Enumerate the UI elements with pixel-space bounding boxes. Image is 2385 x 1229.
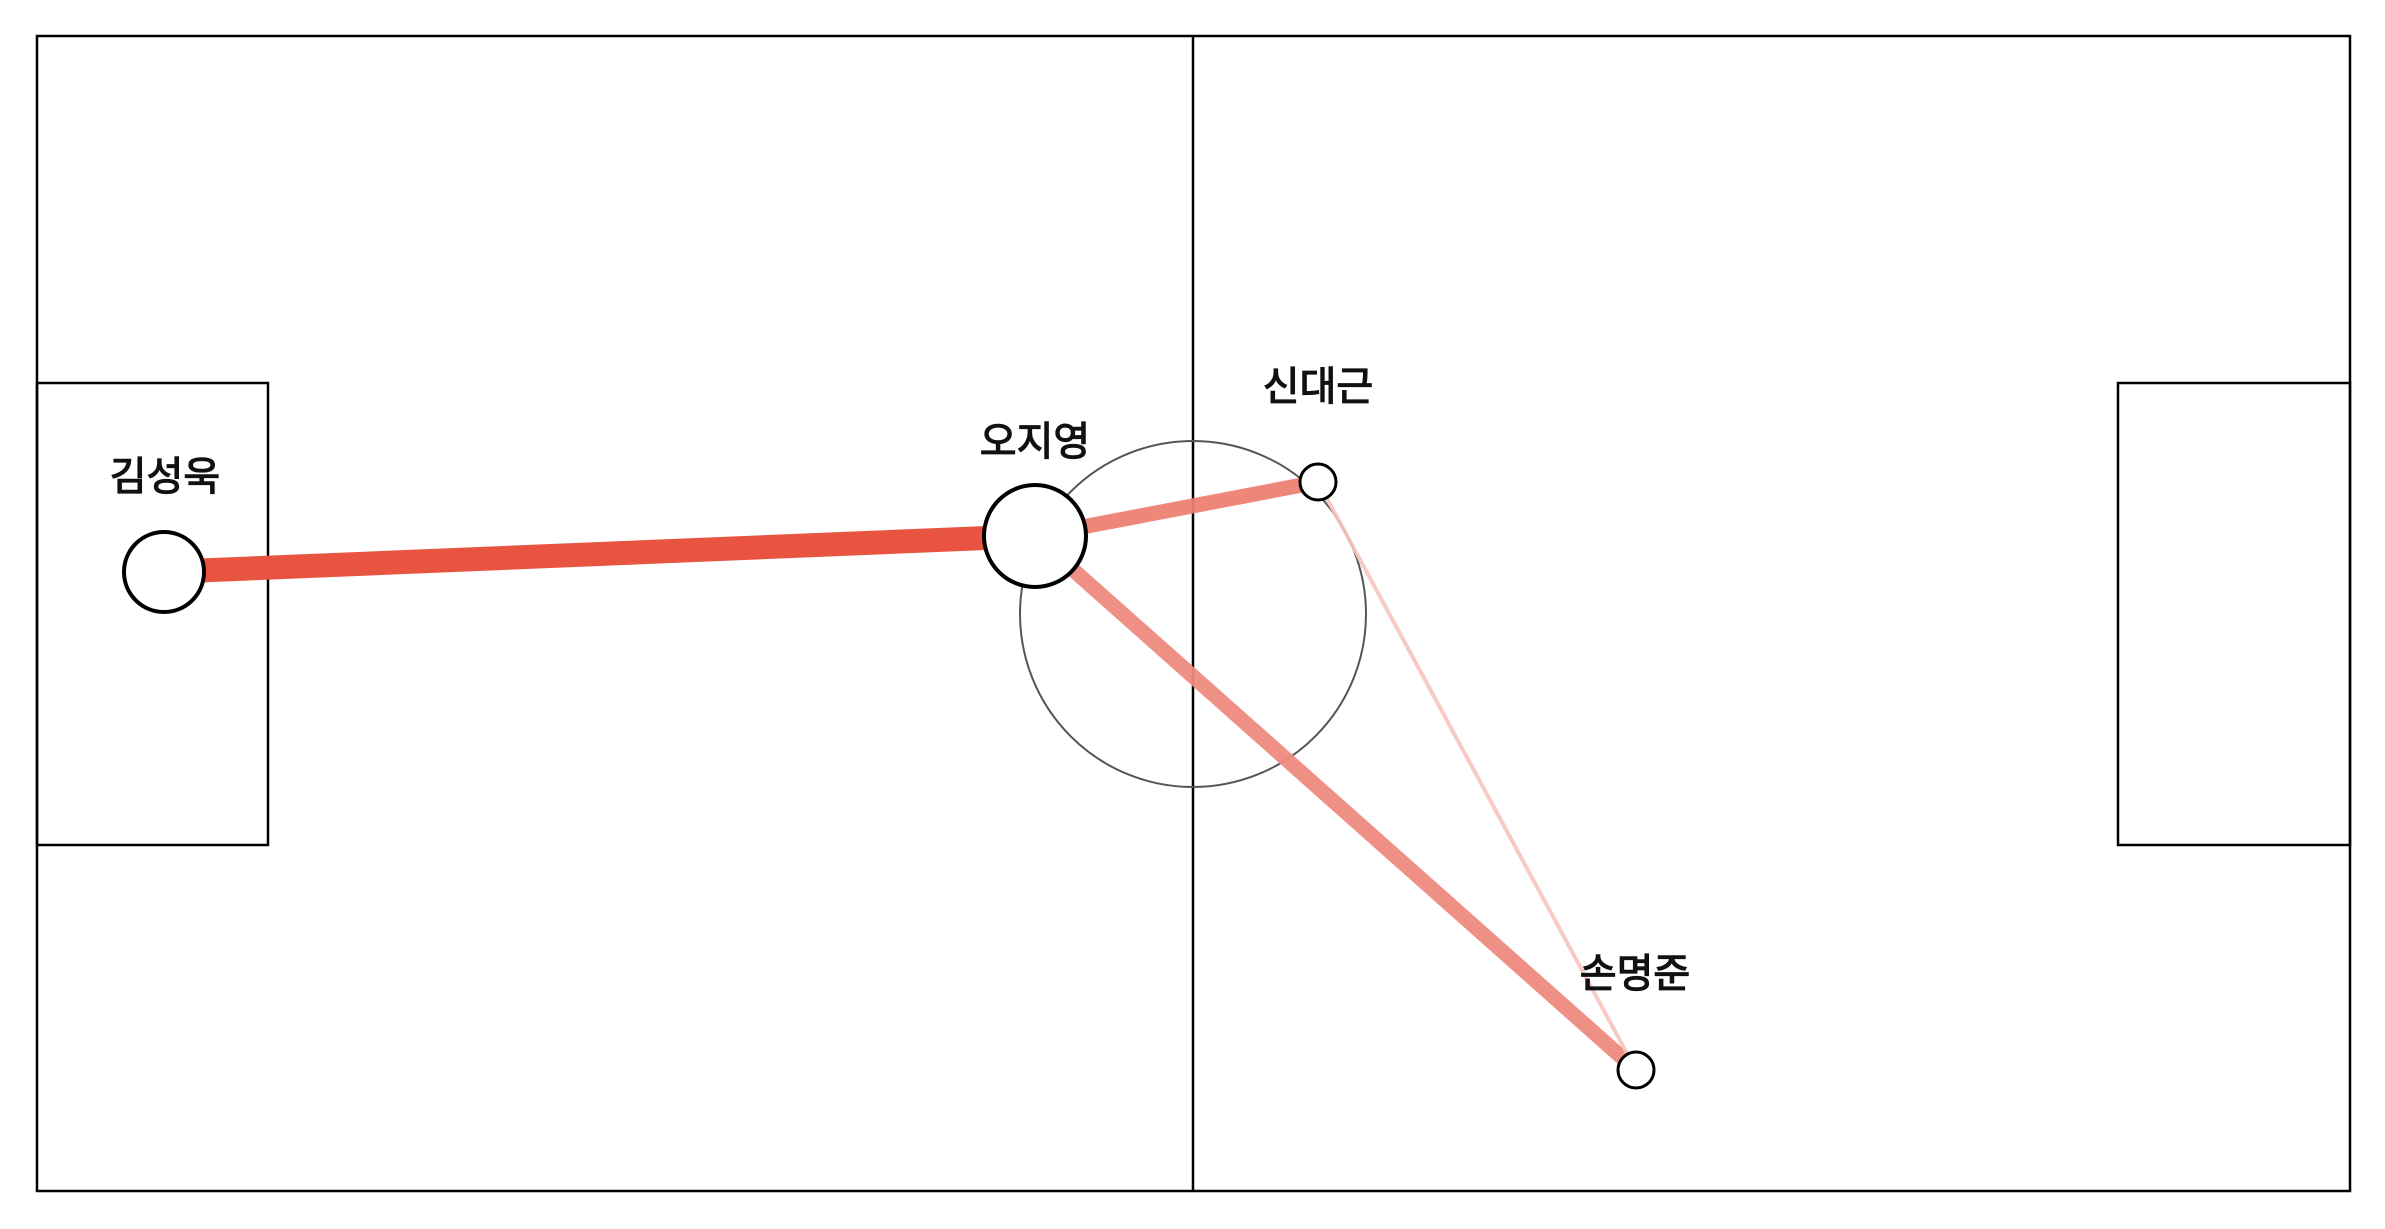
player-node-kim (122, 530, 206, 614)
pass-link-oh-son (1030, 530, 1641, 1076)
pass-link-kim-oh (163, 524, 1036, 584)
player-node-son (1616, 1050, 1656, 1090)
player-node-oh (982, 483, 1088, 589)
left-penalty-box (35, 381, 270, 847)
center-circle (1019, 440, 1367, 788)
player-node-shin (1298, 462, 1338, 502)
player-label-oh: 오지영 (980, 419, 1090, 465)
pass-link-shin-son (1316, 481, 1638, 1071)
pitch-markings (35, 34, 2352, 1193)
player-label-kim: 김성욱 (110, 454, 220, 500)
player-label-shin: 신대근 (1263, 364, 1373, 410)
right-penalty-box (2116, 381, 2352, 847)
pass-links (163, 474, 1641, 1076)
player-nodes (122, 462, 1656, 1090)
player-label-son: 손명준 (1580, 951, 1690, 997)
